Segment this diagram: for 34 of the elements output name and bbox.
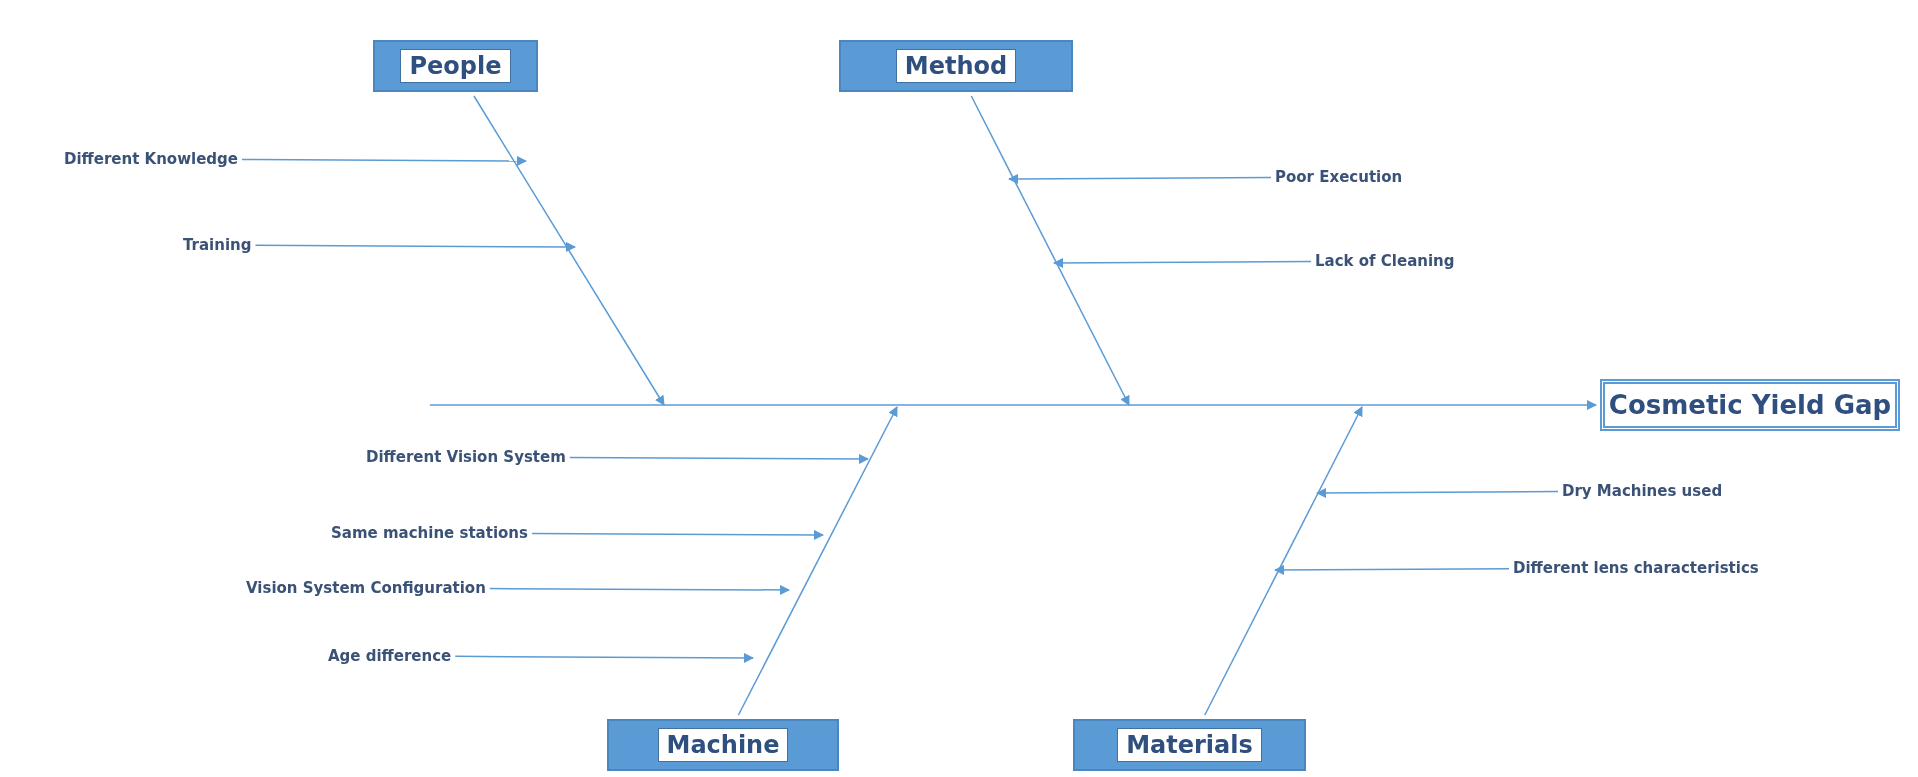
cause-label: Dry Machines used [1562, 482, 1723, 500]
category-box [607, 719, 839, 771]
bone-arrow [737, 406, 898, 716]
cause-arrow [454, 652, 754, 663]
cause-arrow [1316, 487, 1559, 498]
cause-label: Lack of Cleaning [1315, 252, 1455, 270]
cause-arrow [569, 453, 869, 464]
cause-label: Training [183, 236, 252, 254]
cause-label: Different lens characteristics [1513, 559, 1759, 577]
bone-arrow [970, 95, 1130, 406]
cause-arrow [1008, 173, 1272, 184]
category-box [839, 40, 1073, 92]
cause-label: Age difference [328, 647, 452, 665]
cause-label: Same machine stations [331, 524, 528, 542]
category-box [373, 40, 538, 92]
cause-arrow [241, 155, 527, 166]
cause-label: Different Vision System [366, 448, 566, 466]
cause-label: Vision System Configuration [246, 579, 486, 597]
cause-arrow [531, 529, 824, 540]
category-label: Machine [657, 728, 789, 762]
category-label: Method [895, 49, 1017, 83]
spine-arrow [429, 400, 1597, 410]
bone-arrow [473, 95, 665, 406]
bone-arrow [1204, 406, 1363, 716]
category-label: People [400, 49, 511, 83]
category-box [1073, 719, 1306, 771]
effect-box: Cosmetic Yield Gap [1600, 379, 1900, 431]
cause-arrow [1274, 564, 1510, 575]
cause-arrow [1053, 257, 1312, 268]
cause-arrow [254, 241, 576, 252]
category-label: Materials [1117, 728, 1262, 762]
cause-label: Poor Execution [1275, 168, 1403, 186]
cause-arrow [489, 584, 790, 595]
cause-label: Different Knowledge [64, 150, 238, 168]
